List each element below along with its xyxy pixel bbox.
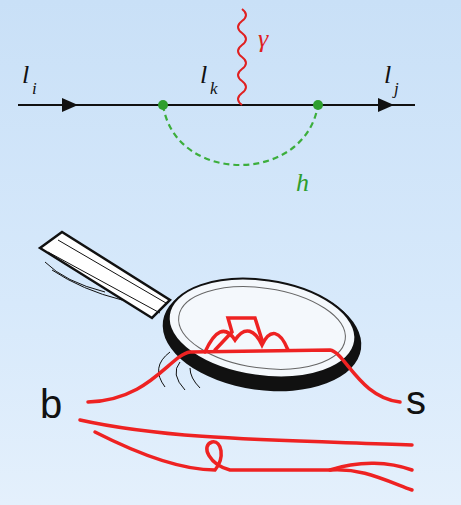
particle-symbol: l: [22, 62, 29, 88]
higgs-label: h: [296, 170, 309, 196]
higgs-line: [163, 105, 318, 165]
arrow-head: [378, 98, 394, 112]
subscript-index: k: [210, 80, 218, 97]
vertex-dot: [313, 100, 323, 110]
subscript-index: j: [394, 80, 399, 97]
arrow-head: [62, 98, 78, 112]
quark-label: b: [40, 384, 62, 424]
vertex-dot: [158, 100, 168, 110]
particle-symbol: l: [384, 62, 391, 88]
quark-label: s: [406, 380, 426, 420]
magnifying-glass: [40, 232, 369, 403]
photon-line: [238, 9, 246, 105]
quark-lines: [80, 318, 412, 490]
particle-symbol: l: [200, 62, 207, 88]
photon-label: γ: [258, 26, 268, 52]
subscript-index: i: [32, 80, 37, 97]
